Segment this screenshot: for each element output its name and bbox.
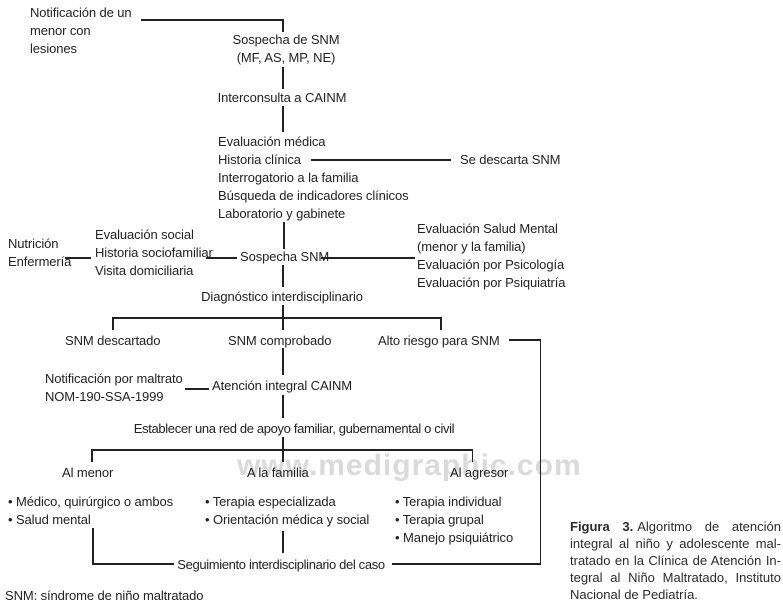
- connector-atencion-red: [282, 395, 284, 418]
- list-item: • Salud mental: [8, 512, 91, 527]
- text-line: Búsqueda de indicadores clínicos: [218, 188, 409, 203]
- connector-interconsulta-evaluacion: [282, 106, 284, 132]
- list-item: • Terapia individual: [395, 494, 502, 509]
- connector-diagnostico-branch: [282, 305, 284, 317]
- footnote-snm: SNM: síndrome de niño maltratado: [5, 588, 204, 603]
- list-acciones-agresor: • Terapia individual • Terapia grupal • …: [395, 493, 513, 547]
- text-line: lesiones: [30, 41, 77, 56]
- node-sospecha-snm-2: Sospecha SNM: [240, 249, 330, 264]
- connector-branch2-right: [471, 449, 473, 462]
- text-line: Evaluación médica: [218, 134, 326, 149]
- node-evaluacion-medica: Evaluación médica Historia clínica Inter…: [218, 133, 409, 223]
- connector-branch2-center: [282, 449, 284, 462]
- node-evaluacion-social: Evaluación social Historia sociofamiliar…: [95, 226, 213, 280]
- node-sospecha-snm: Sospecha de SNM (MF, AS, MP, NE): [233, 31, 340, 67]
- caption-label: Figura 3.: [570, 519, 634, 534]
- connector-notifmaltrato-dash: [185, 388, 209, 390]
- text-line: Evaluación por Psiquiatría: [417, 275, 566, 290]
- text-line: Sospecha de SNM: [232, 32, 340, 47]
- node-evaluacion-salud-mental: Evaluación Salud Mental (menor y la fami…: [417, 220, 566, 292]
- connector-evaluacion-sospecha2: [283, 222, 285, 249]
- node-al-menor: Al menor: [62, 465, 114, 480]
- list-item: • Orientación médica y social: [205, 512, 370, 527]
- text-line: (menor y la familia): [417, 239, 526, 254]
- text-line: NOM-190-SSA-1999: [45, 389, 164, 404]
- connector-branch1-center: [282, 317, 284, 330]
- node-a-la-familia: A la familia: [247, 465, 309, 480]
- text-line: Evaluación por Psicología: [417, 257, 565, 272]
- node-notificacion-maltrato: Notificación por maltrato NOM-190-SSA-19…: [45, 370, 183, 406]
- text-line: Interrogatorio a la familia: [218, 170, 359, 185]
- text-line: (MF, AS, MP, NE): [236, 50, 336, 65]
- connector-nutricion-social: [65, 257, 91, 259]
- connector-sospecha2-saludmental: [321, 257, 415, 259]
- list-item: • Médico, quirúrgico o ambos: [8, 494, 174, 509]
- node-seguimiento: Seguimiento interdisciplinario del caso: [177, 557, 385, 572]
- connector-social-sospecha2: [206, 257, 237, 259]
- node-atencion-integral: Atención integral CAINM: [212, 378, 353, 393]
- list-item: • Terapia especializada: [205, 494, 336, 509]
- connector-saludmental-h: [92, 563, 174, 565]
- list-acciones-menor: • Médico, quirúrgico o ambos • Salud men…: [8, 493, 173, 529]
- text-line: Notificación de un: [30, 5, 132, 20]
- node-notificacion-menor: Notificación de un menor con lesiones: [30, 4, 132, 58]
- text-line: Evaluación Salud Mental: [417, 221, 558, 236]
- connector-saludmental-v: [92, 528, 94, 564]
- text-line: Historia sociofamiliar: [95, 245, 213, 260]
- node-se-descarta-snm: Se descarta SNM: [460, 152, 561, 167]
- connector-branch2-left: [91, 449, 93, 462]
- node-al-agresor: Al agresor: [450, 465, 509, 480]
- caption-line: Figura 3.Algoritmo de atención: [570, 519, 781, 534]
- connector-notificacion-v: [282, 19, 284, 32]
- node-diagnostico: Diagnóstico interdisciplinario: [201, 289, 363, 304]
- text-line: Enfermería: [8, 254, 72, 269]
- connector-branch1-right: [440, 317, 442, 330]
- text-line: Visita domiciliaria: [95, 263, 194, 278]
- connector-branch1-horizontal: [112, 317, 441, 319]
- caption-line: tegral al Niño Maltratado, Instituto: [570, 570, 781, 585]
- node-snm-descartado: SNM descartado: [65, 333, 161, 348]
- connector-sospecha-interconsulta: [282, 67, 284, 89]
- node-red-apoyo: Establecer una red de apoyo familiar, gu…: [133, 421, 455, 436]
- text-line: Nutrición: [8, 236, 59, 251]
- text-line: Historia clínica: [218, 152, 301, 167]
- list-item: • Manejo psiquiátrico: [395, 530, 514, 545]
- text-line: Notificación por maltrato: [45, 371, 183, 386]
- connector-seguimiento-right: [392, 563, 541, 565]
- caption-line: tratado en la Clínica de Atención In-: [570, 553, 781, 568]
- connector-historia-descarta: [311, 159, 451, 161]
- connector-branch1-left: [112, 317, 114, 330]
- caption-line: integral al niño y adolescente mal-: [570, 536, 781, 551]
- list-acciones-familia: • Terapia especializada • Orientación mé…: [205, 493, 369, 529]
- node-alto-riesgo: Alto riesgo para SNM: [378, 333, 500, 348]
- node-interconsulta: Interconsulta a CAINM: [217, 90, 347, 105]
- connector-sospecha2-diagnostico: [282, 265, 284, 287]
- text-line: Evaluación social: [95, 227, 194, 242]
- connector-comprobado-atencion: [282, 348, 284, 375]
- medigraphic-watermark: www.medigraphic.com: [237, 449, 582, 482]
- node-nutricion-enfermeria: Nutrición Enfermería: [8, 235, 71, 271]
- connector-altoriesgo-h: [509, 339, 541, 341]
- figure-caption: Figura 3.Algoritmo de atención integral …: [570, 518, 781, 603]
- connector-orientacion-v: [282, 531, 284, 553]
- text-line: menor con: [30, 23, 91, 38]
- connector-notificacion-h: [141, 19, 282, 21]
- node-snm-comprobado: SNM comprobado: [228, 333, 332, 348]
- list-item: • Terapia grupal: [395, 512, 484, 527]
- connector-red-branch: [282, 437, 284, 449]
- caption-line: Nacional de Pediatría.: [570, 587, 698, 602]
- text-line: Laboratorio y gabinete: [218, 206, 346, 221]
- connector-right-descender: [539, 339, 541, 564]
